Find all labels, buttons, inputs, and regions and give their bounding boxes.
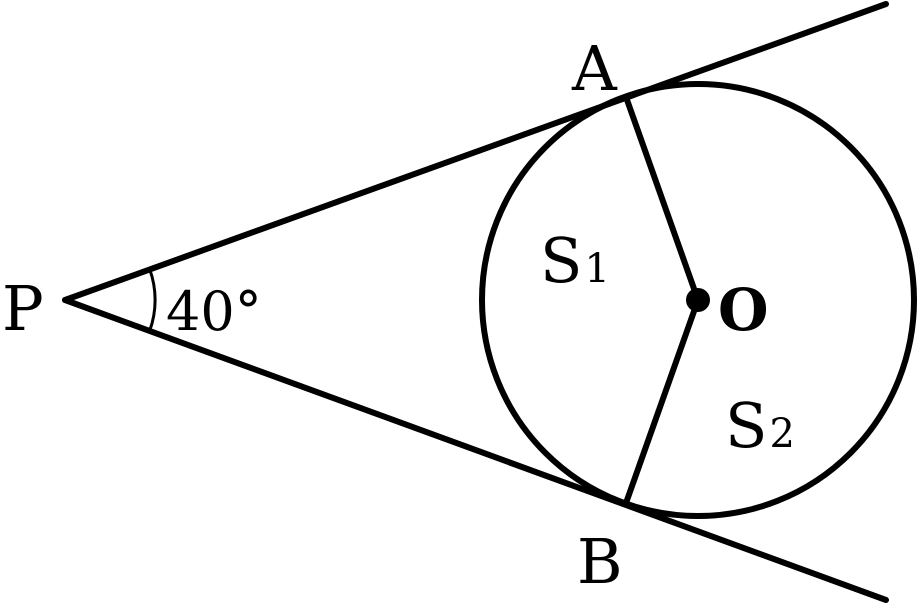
region-s1-index: 1 [584, 246, 609, 292]
region-s1-letter: S [540, 224, 582, 297]
tangent-line-pb [62, 297, 889, 603]
label-o: O [718, 276, 769, 344]
circle-o [479, 81, 917, 519]
region-s2-index: 2 [769, 411, 794, 457]
radius-ob [623, 297, 701, 506]
tangent-line-pa [62, 1, 889, 303]
region-label-s1: S1 [540, 224, 610, 297]
angle-value-label: 40° [166, 280, 262, 343]
region-label-s2: S2 [725, 389, 795, 462]
label-b: B [577, 525, 623, 598]
center-point-o [686, 288, 710, 312]
angle-arc-p [148, 267, 157, 333]
label-p: P [2, 272, 44, 345]
region-s2-letter: S [725, 389, 767, 462]
label-a: A [571, 32, 618, 105]
radius-oa [623, 94, 701, 303]
